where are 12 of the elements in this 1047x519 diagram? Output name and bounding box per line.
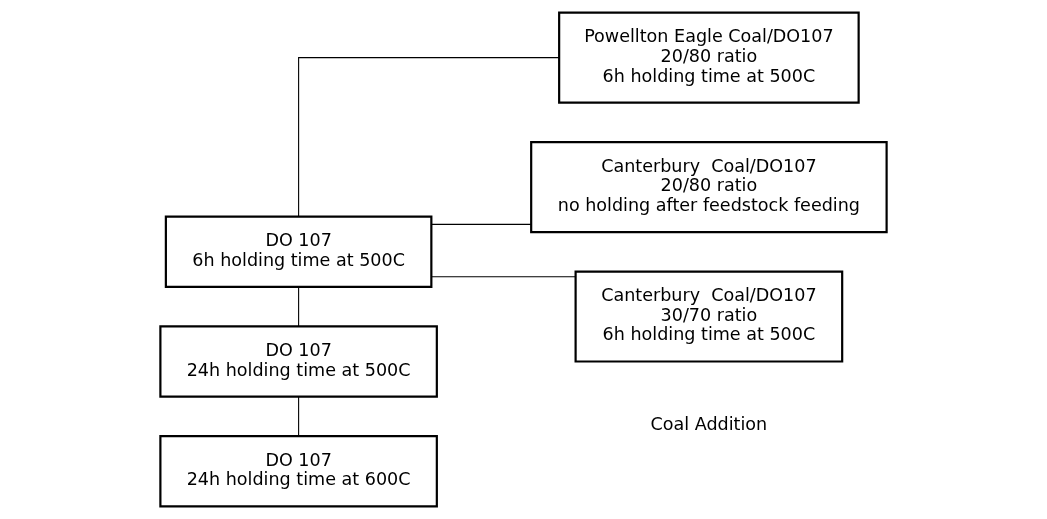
- node-box: DO 107 24h holding time at 500C: [159, 325, 438, 398]
- node-box: Canterbury Coal/DO107 30/70 ratio 6h holding time at 500C: [574, 270, 844, 363]
- node-box: Powellton Eagle Coal/DO107 20/80 ratio 6h holding time at 500C: [558, 11, 860, 104]
- connector: [431, 276, 577, 278]
- node-box: Canterbury Coal/DO107 20/80 ratio no holding after feedstock feeding: [530, 141, 888, 234]
- connector: [298, 57, 560, 218]
- connector: [298, 396, 300, 437]
- connector: [298, 286, 300, 327]
- node-box: DO 107 6h holding time at 500C: [164, 215, 433, 289]
- node-box: DO 107 24h holding time at 600C: [159, 435, 438, 508]
- connector: [431, 223, 532, 225]
- label: Coal Addition: [650, 414, 768, 435]
